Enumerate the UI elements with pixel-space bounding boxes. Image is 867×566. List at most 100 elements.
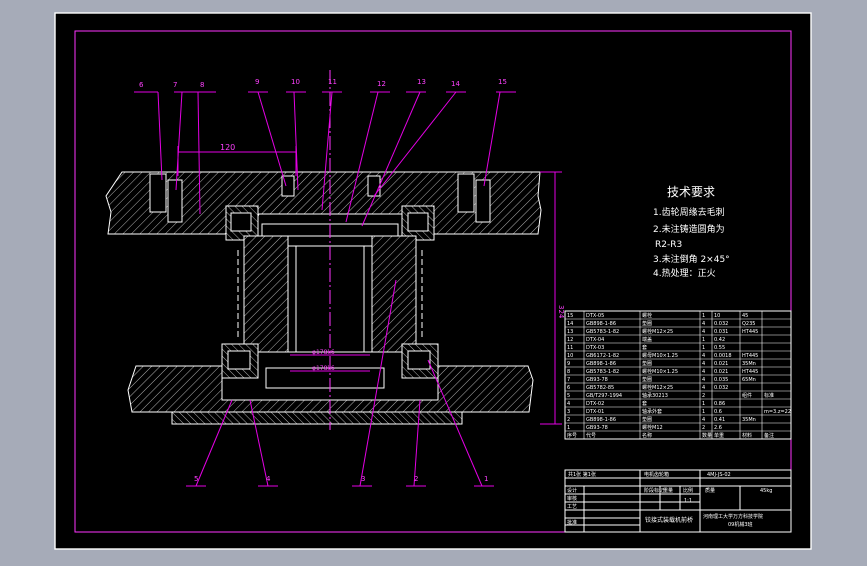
tb-sheet-info: 共1张 第1张 bbox=[568, 471, 596, 478]
tb-designer: 设计 bbox=[567, 487, 577, 494]
bom-cell: 10 bbox=[714, 313, 720, 319]
bom-cell: 65Mn bbox=[742, 377, 756, 383]
balloon-15: 15 bbox=[498, 78, 507, 86]
bom-header-cell: 材料 bbox=[742, 432, 752, 439]
bom-cell: 0.55 bbox=[714, 345, 725, 351]
bom-cell: GB898-1-86 bbox=[586, 361, 616, 367]
bom-cell: 套 bbox=[642, 344, 647, 351]
height-dimension-label: 324 bbox=[557, 305, 565, 319]
bom-cell: 0.021 bbox=[714, 361, 728, 367]
tb-drawing-number: 4MJ-JS-02 bbox=[707, 472, 731, 478]
bom-cell: GB5782-85 bbox=[586, 385, 614, 391]
tb-assembly-name: 电机齿轮箱 bbox=[644, 471, 669, 478]
top-leaders bbox=[134, 91, 516, 227]
tb-school: 河南理工大学万方科技学院 bbox=[703, 513, 763, 520]
bom-cell: 15 bbox=[567, 313, 573, 319]
bom-cell: 轴承外套 bbox=[642, 408, 662, 415]
bom-cell: 螺栓M12 bbox=[642, 424, 663, 431]
bom-cell: 35Mn bbox=[742, 417, 756, 423]
bom-cell: 14 bbox=[567, 321, 573, 327]
bom-cell: 螺栓 bbox=[642, 312, 652, 319]
bom-cell: 1 bbox=[702, 313, 705, 319]
bom-cell: 45 bbox=[742, 313, 748, 319]
balloon-8: 8 bbox=[200, 81, 204, 89]
bom-cell: DTX-04 bbox=[586, 337, 604, 343]
bolt-right bbox=[475, 179, 491, 223]
bom-cell: 4 bbox=[702, 369, 705, 375]
base-plate bbox=[171, 411, 463, 425]
bottom-balloons: 5 4 3 2 1 bbox=[194, 475, 488, 483]
width-dimension-label: 120 bbox=[220, 143, 235, 152]
bom-cell: 9 bbox=[567, 361, 570, 367]
bom-cell: 1 bbox=[567, 425, 570, 431]
bom-cell: 4 bbox=[702, 417, 705, 423]
bom-cell: GB5783-1-82 bbox=[586, 329, 619, 335]
bom-cell: 垫圈 bbox=[642, 376, 652, 383]
bom-header-cell: 备注 bbox=[764, 432, 774, 439]
assembly-drawing: 120 324 φ178k6 φ178k6 6 7 8 9 10 1 bbox=[105, 70, 565, 487]
bolt-left bbox=[167, 179, 183, 223]
bom-cell: 0.6 bbox=[714, 409, 722, 415]
upper-bearing-left-inner bbox=[230, 212, 252, 232]
lower-bearing-right-inner bbox=[407, 350, 431, 370]
tb-mass-label: 重量 bbox=[663, 487, 673, 494]
bom-cell: 螺母M10×1.25 bbox=[642, 352, 678, 359]
lower-flange bbox=[265, 367, 385, 389]
bom-cell: 1 bbox=[702, 401, 705, 407]
bom-cell: HT445 bbox=[742, 353, 758, 359]
bom-cell: GB/T297-1994 bbox=[586, 393, 622, 399]
balloon-1: 1 bbox=[484, 475, 488, 483]
bom-cell: DTX-02 bbox=[586, 401, 604, 407]
tb-class: 09机械3班 bbox=[728, 521, 753, 528]
bom-cell: 2.6 bbox=[714, 425, 722, 431]
tb-weight: 45kg bbox=[760, 488, 772, 494]
tb-process: 工艺 bbox=[567, 504, 577, 510]
bom-cell: 8 bbox=[567, 369, 570, 375]
bom-cell: 0.0018 bbox=[714, 353, 732, 359]
bom-cell: 0.41 bbox=[714, 417, 725, 423]
tech-req-item-2: 2.未注铸造圆角为 bbox=[653, 223, 725, 235]
bom-cell: DTX-05 bbox=[586, 313, 604, 319]
tb-scale-label: 比例 bbox=[683, 487, 693, 494]
bom-cell: 3 bbox=[567, 409, 570, 415]
bom-cell: 12 bbox=[567, 337, 573, 343]
bom-cell: 35Mn bbox=[742, 361, 756, 367]
balloon-10: 10 bbox=[291, 78, 300, 86]
bom-cell: 垫圈 bbox=[642, 320, 652, 327]
balloon-13: 13 bbox=[417, 78, 426, 86]
bom-cell: GB93-78 bbox=[586, 377, 608, 383]
bom-cell: 0.031 bbox=[714, 329, 728, 335]
balloon-7: 7 bbox=[173, 81, 177, 89]
technical-requirements: 技术要求 1.齿轮周缘去毛刺 2.未注铸造圆角为 R2-R3 3.未注倒角 2×… bbox=[653, 185, 730, 279]
bom-cell: GB898-1-86 bbox=[586, 417, 616, 423]
bom-cell: 4 bbox=[702, 353, 705, 359]
tech-req-title: 技术要求 bbox=[667, 185, 715, 199]
bom-cell: 轴承30213 bbox=[642, 392, 668, 399]
bom-cell: 2 bbox=[702, 393, 705, 399]
bom-cell: GB6172-1-82 bbox=[586, 353, 619, 359]
bom-cell: 1 bbox=[702, 409, 705, 415]
bottom-leaders bbox=[186, 279, 494, 487]
bom-cell: GB898-1-86 bbox=[586, 321, 616, 327]
balloon-6: 6 bbox=[139, 81, 144, 89]
lower-bearing-left-inner bbox=[227, 350, 251, 370]
bolt-mid-right bbox=[367, 175, 381, 197]
bom-header-cell: 序号 bbox=[567, 432, 577, 439]
column-left-wall bbox=[243, 235, 289, 353]
balloon-4: 4 bbox=[266, 475, 271, 483]
bom-cell: 组件 bbox=[742, 392, 752, 399]
tb-scale: 1:1 bbox=[684, 498, 692, 504]
balloon-11: 11 bbox=[328, 78, 337, 86]
bom-cell: 0.032 bbox=[714, 321, 728, 327]
bom-cell: 13 bbox=[567, 329, 573, 335]
tech-req-item-3: R2-R3 bbox=[655, 240, 682, 250]
bom-header-cell: 名称 bbox=[642, 432, 652, 439]
tb-weight-label: 质量 bbox=[705, 487, 715, 494]
bom-cell: DTX-03 bbox=[586, 345, 604, 351]
balloon-3: 3 bbox=[361, 475, 365, 483]
tech-req-item-1: 1.齿轮周缘去毛刺 bbox=[653, 206, 725, 218]
balloon-2: 2 bbox=[414, 475, 418, 483]
